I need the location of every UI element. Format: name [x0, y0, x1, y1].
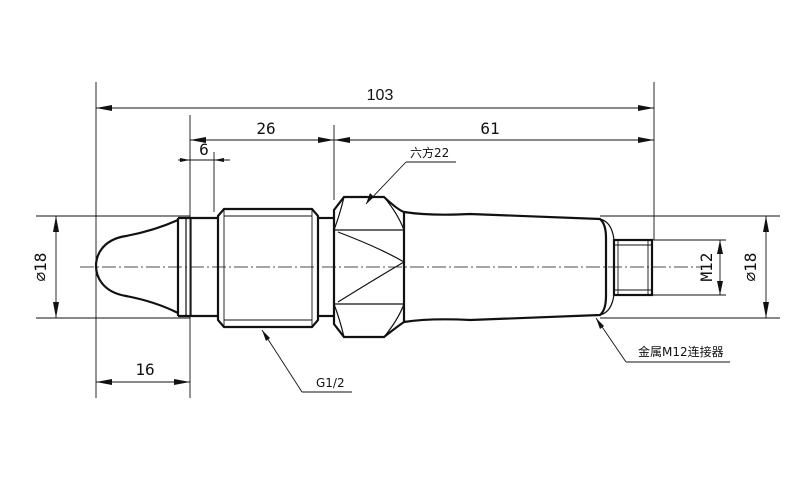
callout-connector: 金属M12连接器 [638, 344, 724, 359]
dim-right-diameter: ⌀18 [741, 253, 760, 282]
dim-probe-diameter: ⌀18 [31, 253, 50, 282]
dimension-lines [53, 105, 769, 385]
dim-probe-length: 16 [135, 360, 154, 379]
dim-body-length: 26 [256, 119, 275, 138]
tail-body [403, 210, 608, 324]
callout-thread: G1/2 [316, 376, 345, 390]
dim-groove-width: 6 [199, 140, 209, 159]
m12-connector [612, 238, 654, 297]
dim-connector-thread: M12 [697, 253, 716, 282]
probe-tip [94, 218, 179, 314]
dim-tail-length: 61 [480, 119, 499, 138]
leader-lines [261, 161, 730, 393]
callout-hex: 六方22 [410, 145, 449, 160]
thread-body [216, 207, 320, 329]
part-outline [94, 195, 654, 339]
dim-overall-length: 103 [367, 87, 394, 104]
